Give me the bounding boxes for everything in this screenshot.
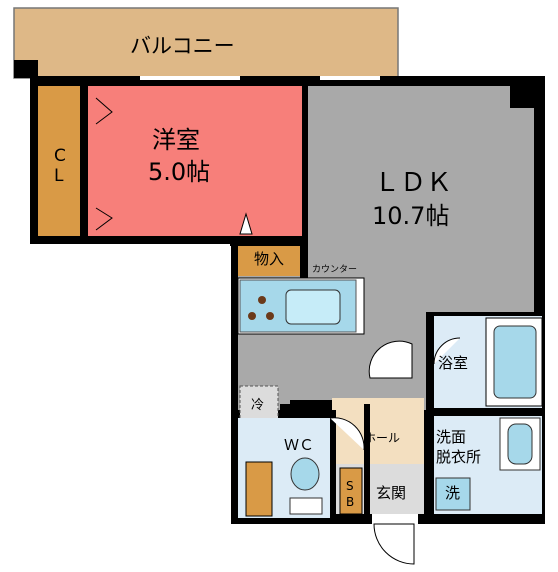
- stove-burner-icon: [258, 296, 266, 304]
- shoe-box-label-top: S: [346, 479, 354, 493]
- storage-floor: [238, 246, 300, 276]
- interior-walls: [230, 236, 542, 520]
- stove-burner-icon: [266, 312, 274, 320]
- shoe-box: [339, 467, 363, 515]
- bathtub-basin: [493, 325, 537, 399]
- doors: [95, 76, 461, 565]
- western-room-size: 5.0帖: [148, 158, 211, 186]
- bathroom-label: 浴室: [438, 354, 469, 372]
- storage-label: 物入: [254, 250, 285, 268]
- toilet-shelf: [245, 461, 273, 517]
- closet-label-bottom: L: [54, 166, 64, 186]
- balcony-label: バルコニー: [130, 34, 235, 58]
- entrance-label: 玄関: [376, 484, 407, 502]
- washbasin-bowl: [507, 423, 533, 465]
- washroom-label-2: 脱衣所: [436, 448, 482, 466]
- toilet-bowl-icon: [290, 457, 320, 491]
- closet-label-top: C: [54, 146, 66, 166]
- balcony-area: [13, 7, 399, 79]
- toilet-tank: [289, 497, 323, 515]
- hall-label: ホール: [364, 431, 401, 445]
- toilet-label: ＷＣ: [284, 436, 315, 454]
- western-room-floor: [88, 86, 302, 236]
- washroom-label-1: 洗面: [436, 428, 467, 446]
- ldk-size: 10.7帖: [372, 202, 450, 230]
- washer-label: 洗: [445, 484, 461, 502]
- closet-partition: [80, 86, 86, 236]
- sink: [285, 289, 341, 325]
- closet-floor: [38, 86, 80, 236]
- fridge-spot: [239, 385, 279, 425]
- washer-spot: [435, 477, 471, 511]
- fridge-label: 冷: [251, 398, 265, 413]
- western-room-label: 洋室: [152, 126, 200, 154]
- ldk-label: ＬＤＫ: [374, 168, 453, 198]
- counter-label: カウンター: [312, 265, 358, 275]
- shoe-box-label-bottom: B: [346, 495, 355, 509]
- stove-burner-icon: [248, 312, 256, 320]
